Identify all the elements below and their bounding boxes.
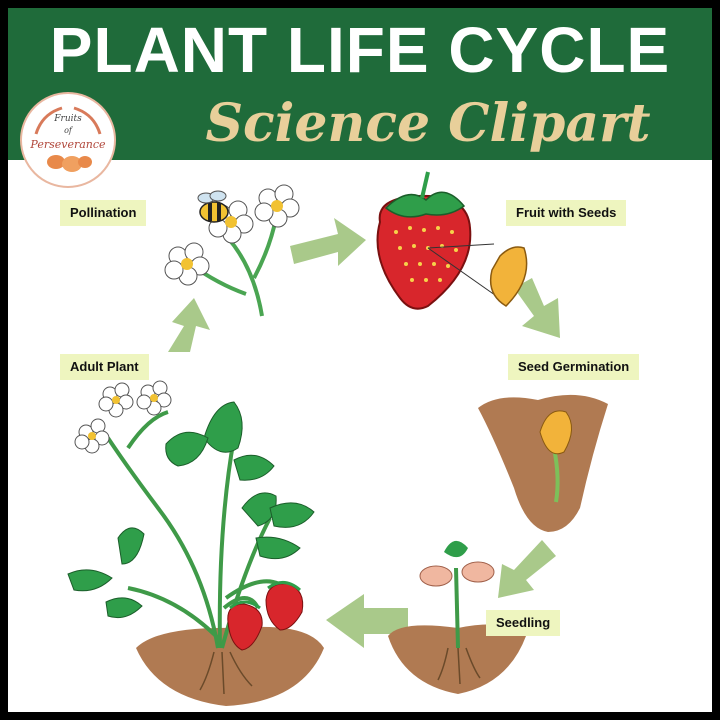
logo-text-line1: Fruits xyxy=(54,114,82,124)
page-subtitle: Science Clipart xyxy=(205,93,651,154)
seed-germination-soil-icon xyxy=(478,394,608,532)
life-cycle-illustration xyxy=(67,171,608,706)
arrow-pollination-to-fruit-icon xyxy=(290,218,366,266)
strawberry-fruit-icon xyxy=(376,171,503,310)
seed-closeup-icon xyxy=(489,246,528,307)
arrow-adult-to-pollination-icon xyxy=(168,298,210,352)
page-title: PLANT LIFE CYCLE xyxy=(49,14,671,86)
arrow-seedling-to-adult-icon xyxy=(326,594,408,648)
clipart-canvas: PLANT LIFE CYCLE Science Clipart Fruits … xyxy=(8,8,712,712)
label-fruit-with-seeds: Fruit with Seeds xyxy=(506,200,627,226)
label-adult-plant: Adult Plant xyxy=(60,354,149,380)
header-banner: PLANT LIFE CYCLE Science Clipart xyxy=(8,8,712,160)
adult-plant-icon xyxy=(67,380,324,706)
label-pollination: Pollination xyxy=(60,200,147,226)
pollination-flowers-icon xyxy=(164,184,300,317)
arrow-fruit-to-germination-icon xyxy=(514,278,560,338)
bee-icon xyxy=(197,190,229,223)
logo-text-line2: of xyxy=(64,126,72,135)
label-seedling: Seedling xyxy=(486,610,561,636)
logo-text-line3: Perseverance xyxy=(30,138,106,151)
logo-pumpkins-icon xyxy=(34,106,102,172)
arrow-germination-to-seedling-icon xyxy=(498,540,556,598)
seedling-icon xyxy=(388,540,526,694)
label-seed-germination: Seed Germination xyxy=(508,354,640,380)
brand-logo: Fruits of Perseverance xyxy=(20,92,116,188)
